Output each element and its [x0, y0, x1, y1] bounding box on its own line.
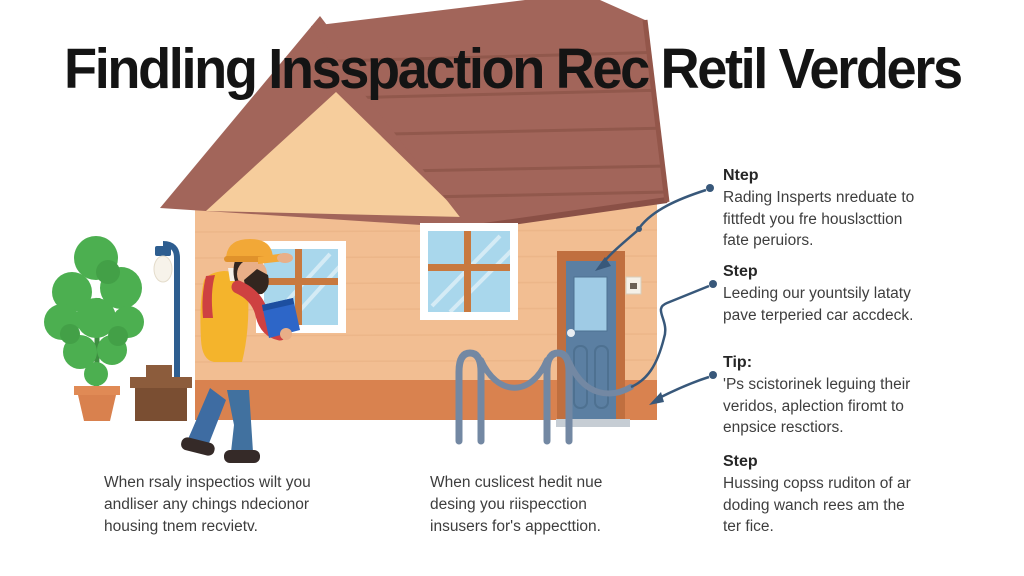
callout-3: Tip: 'Ps scistorinek leguing their verid… — [723, 354, 948, 439]
callout-4: Step Hussing copss ruditon of ar doding … — [723, 453, 948, 538]
page-title: Findling Insspaction Rec Retil Verders — [64, 37, 963, 101]
callout-1-body: Rading Insperts nreduate to fittfedt you… — [723, 189, 915, 249]
clipboard — [262, 298, 300, 338]
callout-line-3 — [649, 371, 717, 405]
lamp-bulb — [153, 255, 173, 283]
callout-2: Step Leeding our yountsily lataty pave t… — [723, 263, 948, 326]
potted-plant — [44, 236, 144, 421]
callout-4-heading: Step — [723, 453, 758, 470]
callout-1: Ntep Rading Insperts nreduate to fittfed… — [723, 167, 948, 252]
callout-1-heading: Ntep — [723, 167, 759, 184]
callout-dot-3 — [709, 371, 717, 379]
plant-pot — [74, 386, 120, 421]
pointing-hand — [277, 253, 293, 263]
callout-2-heading: Step — [723, 263, 758, 280]
callout-line-2 — [630, 280, 717, 389]
window-right — [420, 223, 518, 320]
front-door — [556, 251, 630, 427]
callout-3-heading: Tip: — [723, 354, 753, 371]
porch-railing — [455, 349, 634, 445]
footnote-middle: When cuslicest hedit nue desing you riis… — [430, 474, 603, 535]
callout-dot-1 — [706, 184, 714, 192]
callout-2-body: Leeding our yountsily lataty pave terper… — [723, 285, 914, 324]
callout-arrow-1 — [595, 257, 611, 271]
callout-line-1 — [595, 184, 714, 271]
delivery-boxes — [130, 365, 192, 421]
callout-arrow-3 — [649, 392, 664, 405]
footnote-left: When rsaly inspectios wilt you andliser … — [104, 474, 311, 535]
callout-dot-2 — [709, 280, 717, 288]
doorbell — [625, 276, 642, 295]
hard-hat — [226, 239, 273, 260]
safety-vest — [200, 271, 249, 362]
callout-3-body: 'Ps scistorinek leguing their veridos, a… — [723, 376, 911, 436]
door-threshold — [556, 419, 630, 427]
home-inspector — [181, 239, 300, 463]
callout-4-body: Hussing copss ruditon of ar doding wanch… — [723, 475, 911, 535]
door-knob — [567, 329, 575, 337]
lamp-cap — [155, 246, 171, 256]
house-gable — [160, 16, 482, 229]
street-lamp — [153, 241, 180, 420]
